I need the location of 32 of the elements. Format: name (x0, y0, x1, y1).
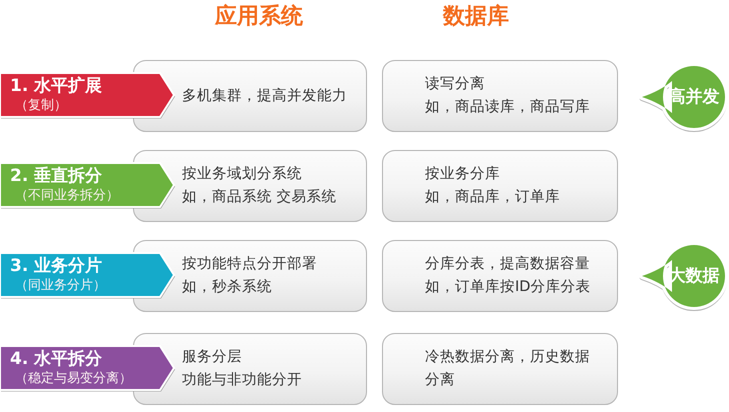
rounded-box (382, 240, 618, 312)
box-text: 多机集群，提高并发能力 (182, 86, 347, 106)
box-text: 如，秒杀系统 (182, 278, 272, 297)
rounded-box (382, 333, 618, 405)
arrow-banner (0, 71, 178, 119)
box-text: 如，商品系统 交易系统 (182, 188, 337, 207)
box-text: 功能与非功能分开 (182, 371, 302, 390)
banner-title: 1. 水平扩展 (10, 76, 102, 97)
banner-title: 3. 业务分片 (10, 256, 102, 277)
banner-title: 4. 水平拆分 (10, 349, 102, 370)
box-text: 如，订单库按ID分库分表 (425, 278, 590, 297)
box-text: 冷热数据分离，历史数据分离 (425, 348, 590, 390)
banner-subtitle: （复制） (15, 97, 67, 114)
box-text: 如，商品读库，商品写库 (425, 98, 590, 117)
column-heading: 数据库 (443, 4, 509, 30)
arrow-banner (0, 251, 178, 299)
box-text: 按业务分库 (425, 164, 500, 184)
rounded-box (382, 150, 618, 222)
arrow-banner (0, 161, 178, 209)
banner-subtitle: （同业务分片） (15, 277, 106, 294)
column-heading: 应用系统 (215, 4, 303, 30)
box-text: 如，商品库，订单库 (425, 188, 560, 207)
box-text: 读写分离 (425, 74, 485, 94)
arrow-banner (0, 344, 178, 392)
box-text: 按功能特点分开部署 (182, 254, 317, 274)
box-text: 按业务域划分系统 (182, 165, 302, 184)
box-text: 服务分层 (182, 348, 242, 367)
banner-subtitle: （稳定与易变分离） (15, 370, 132, 387)
box-text: 分库分表，提高数据容量 (425, 254, 590, 274)
banner-title: 2. 垂直拆分 (10, 166, 102, 187)
banner-subtitle: （不同业务拆分） (15, 187, 119, 204)
rounded-box (382, 60, 618, 132)
